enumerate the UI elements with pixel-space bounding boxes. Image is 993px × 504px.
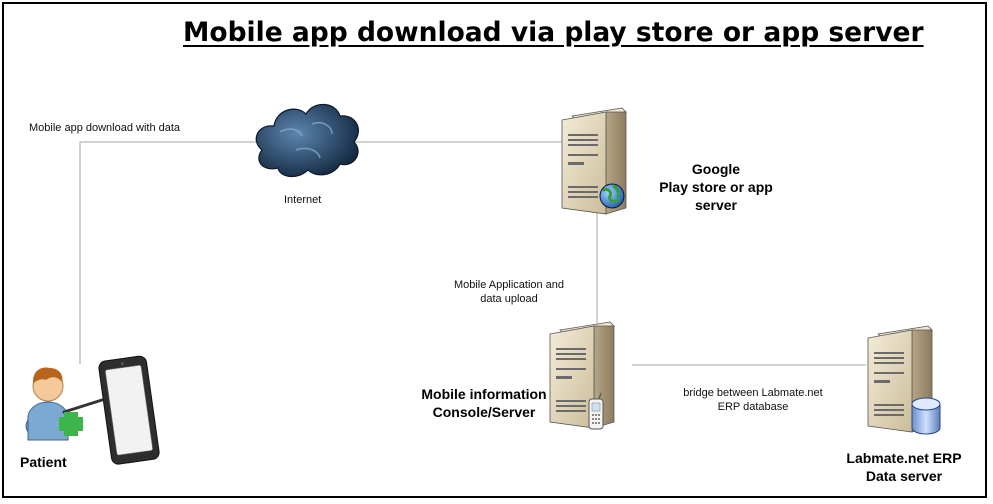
label-google-server: Google Play store or app server — [646, 160, 786, 214]
label-bridge: bridge between Labmate.net ERP database — [667, 386, 839, 414]
globe-icon — [599, 183, 625, 209]
patient-icon — [25, 367, 104, 441]
tablet-icon — [98, 355, 160, 465]
label-bridge-line1: bridge between Labmate.net — [683, 387, 823, 399]
connector-lines — [79, 141, 866, 366]
label-mobile-info-line2: Console/Server — [432, 404, 536, 420]
database-icon — [911, 397, 941, 435]
label-mobile-upload-line1: Mobile Application and — [453, 279, 565, 291]
label-labmate-line1: Labmate.net ERP — [846, 450, 962, 466]
mobile-phone-icon — [588, 392, 604, 430]
label-play-store-line1: Play store or app — [659, 179, 773, 195]
diagram-title: Mobile app download via play store or ap… — [183, 17, 924, 48]
label-mobile-info-server: Mobile information Console/Server — [405, 385, 563, 421]
label-google: Google — [691, 161, 741, 177]
diagram-frame — [2, 2, 987, 498]
label-bridge-line2: ERP database — [717, 401, 789, 413]
cloud-icon — [255, 103, 359, 178]
line-patient-internet — [79, 141, 262, 364]
label-labmate-line2: Data server — [865, 468, 943, 484]
label-mobile-info-line1: Mobile information — [421, 386, 547, 402]
label-labmate-server: Labmate.net ERP Data server — [834, 449, 974, 485]
label-internet: Internet — [284, 194, 322, 206]
server-icon — [867, 325, 933, 433]
label-mobile-upload: Mobile Application and data upload — [434, 278, 584, 306]
label-mobile-upload-line2: data upload — [480, 293, 538, 305]
label-play-store-line2: server — [694, 197, 738, 213]
label-download-with-data: Mobile app download with data — [29, 122, 181, 134]
label-patient: Patient — [20, 454, 67, 470]
